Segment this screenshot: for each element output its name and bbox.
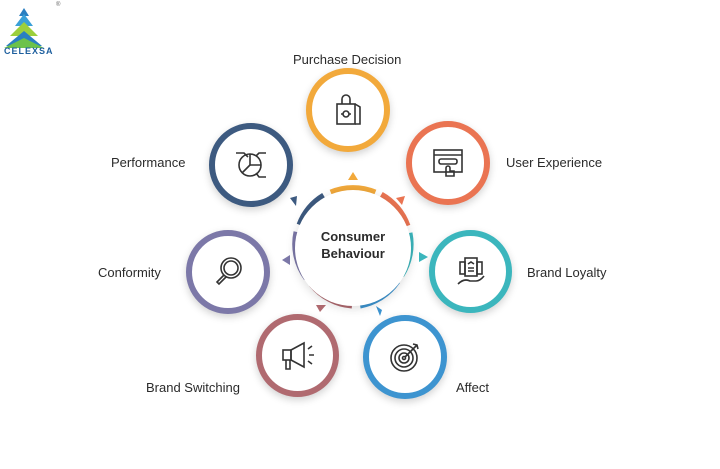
node-affect: [363, 315, 447, 399]
node-brand-loyalty: [429, 230, 512, 313]
consumer-behaviour-hub: [295, 190, 411, 306]
label-affect: Affect: [456, 380, 490, 395]
megaphone-icon: [281, 341, 314, 370]
node-brand-switching: [256, 314, 339, 397]
node-conformity: [186, 230, 270, 314]
logo-tree-icon: [4, 8, 44, 48]
pie-chart-icon: [236, 152, 266, 178]
shopping-bag-icon: [336, 94, 361, 125]
node-user-experience: [406, 121, 490, 205]
hub-title: Consumer Behaviour: [320, 229, 386, 261]
node-purchase-decision: [306, 68, 390, 152]
loyalty-card-hand-icon: [456, 256, 485, 285]
node-performance: [209, 123, 293, 207]
magnifier-icon: [215, 257, 242, 286]
label-conformity: Conformity: [98, 265, 161, 280]
label-brand-loyalty: Brand Loyalty: [527, 265, 607, 280]
label-performance: Performance: [111, 155, 186, 170]
label-brand-switching: Brand Switching: [146, 380, 240, 395]
logo-text: CELEXSA: [4, 46, 54, 56]
label-user-experience: User Experience: [506, 155, 603, 170]
registered-mark: ®: [56, 2, 61, 8]
label-purchase-decision: Purchase Decision: [293, 52, 402, 67]
browser-click-icon: [433, 149, 463, 177]
arrows: [282, 172, 428, 316]
target-icon: [390, 343, 419, 372]
